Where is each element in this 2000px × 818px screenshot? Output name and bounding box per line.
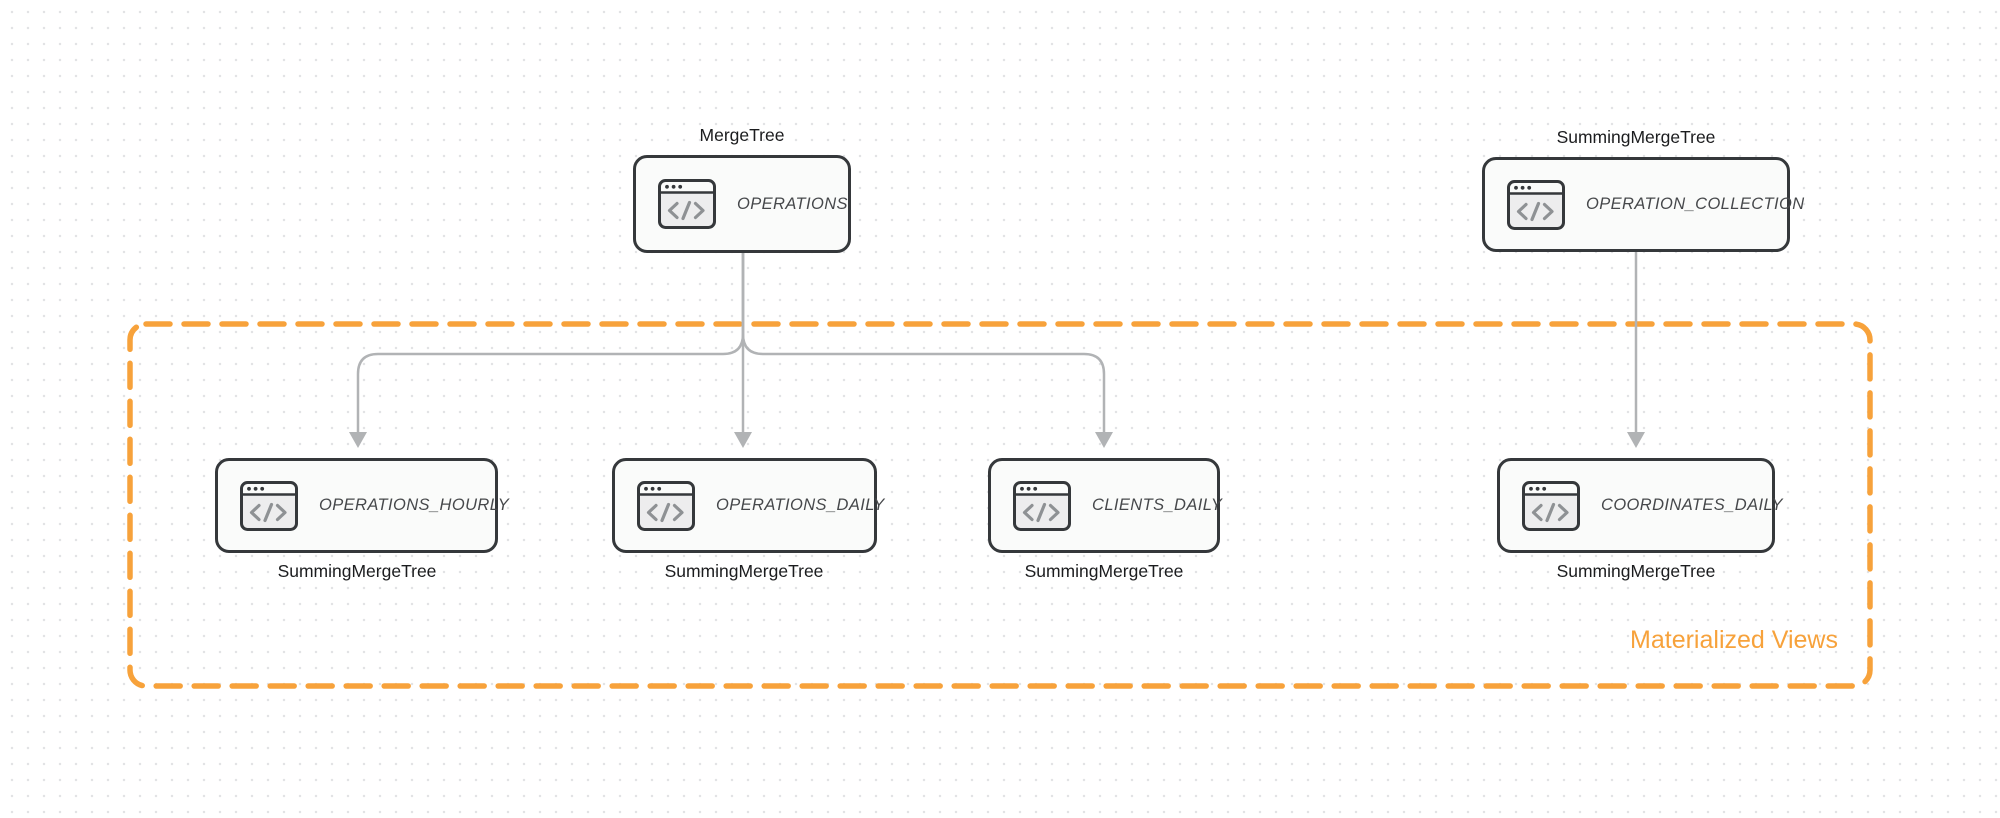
arrowhead-clients-daily (1095, 432, 1113, 448)
code-window-icon (1522, 480, 1580, 531)
node-clients-daily[interactable]: CLIENTS_DAILY (988, 458, 1223, 553)
code-window-icon (240, 480, 298, 531)
node-title: COORDINATES_DAILY (1601, 496, 1783, 514)
arrowhead-operations-hourly (349, 432, 367, 448)
code-window-icon (1013, 480, 1071, 531)
engine-label-operations-daily: SummingMergeTree (664, 561, 824, 581)
arrowhead-coordinates-daily (1627, 432, 1645, 448)
engine-label-clients-daily: SummingMergeTree (1024, 561, 1184, 581)
edge-operations-to-clients-daily (741, 253, 1106, 433)
materialized-views-label: Materialized Views (1630, 626, 1838, 654)
node-title: OPERATIONS (737, 194, 848, 213)
engine-label-operations-hourly: SummingMergeTree (277, 561, 437, 581)
node-title: OPERATION_COLLECTION (1586, 195, 1805, 213)
arrowhead-operations-daily (734, 432, 752, 448)
code-window-icon (1507, 179, 1565, 230)
node-operation-collection[interactable]: OPERATION_COLLECTION (1482, 157, 1804, 252)
node-title: OPERATIONS_DAILY (716, 496, 885, 514)
node-coordinates-daily[interactable]: COORDINATES_DAILY (1497, 458, 1783, 553)
engine-label-operations: MergeTree (699, 125, 785, 145)
engine-label-coordinates-daily: SummingMergeTree (1556, 561, 1716, 581)
node-title: OPERATIONS_HOURLY (319, 496, 510, 514)
engine-label-operation-collection: SummingMergeTree (1556, 127, 1716, 147)
edge-operations-to-operations-hourly (356, 253, 745, 433)
code-window-icon (658, 179, 716, 229)
node-operations-hourly[interactable]: OPERATIONS_HOURLY (215, 458, 509, 553)
node-operations[interactable]: OPERATIONS (633, 155, 851, 253)
node-title: CLIENTS_DAILY (1092, 496, 1223, 514)
code-window-icon (637, 480, 695, 531)
node-operations-daily[interactable]: OPERATIONS_DAILY (612, 458, 884, 553)
